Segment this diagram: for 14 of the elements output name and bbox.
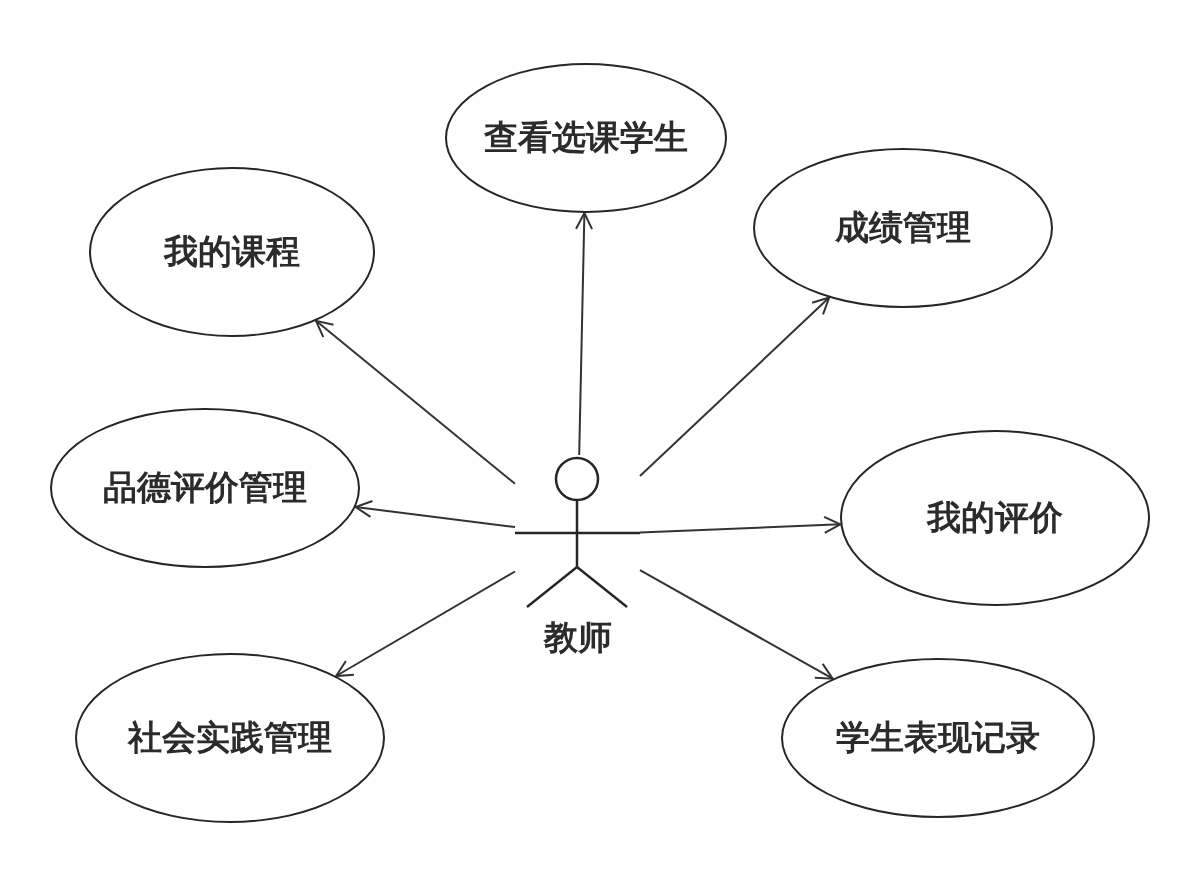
actor-name: 教师 (542, 617, 613, 658)
use-case-label: 社会实践管理 (128, 717, 332, 758)
arrow (315, 319, 516, 485)
use-case-label: 学生表现记录 (836, 717, 1040, 758)
arrow (639, 296, 831, 478)
use-case-label: 我的评价 (927, 497, 1063, 538)
arrow (639, 515, 842, 534)
use-case-label: 成绩管理 (835, 207, 971, 248)
use-case-label: 查看选课学生 (484, 117, 688, 158)
use-case-label: 品德评价管理 (103, 467, 307, 508)
arrow (335, 570, 516, 677)
arrow (639, 569, 834, 680)
arrow (575, 212, 594, 456)
use-case-label: 我的课程 (164, 231, 300, 272)
